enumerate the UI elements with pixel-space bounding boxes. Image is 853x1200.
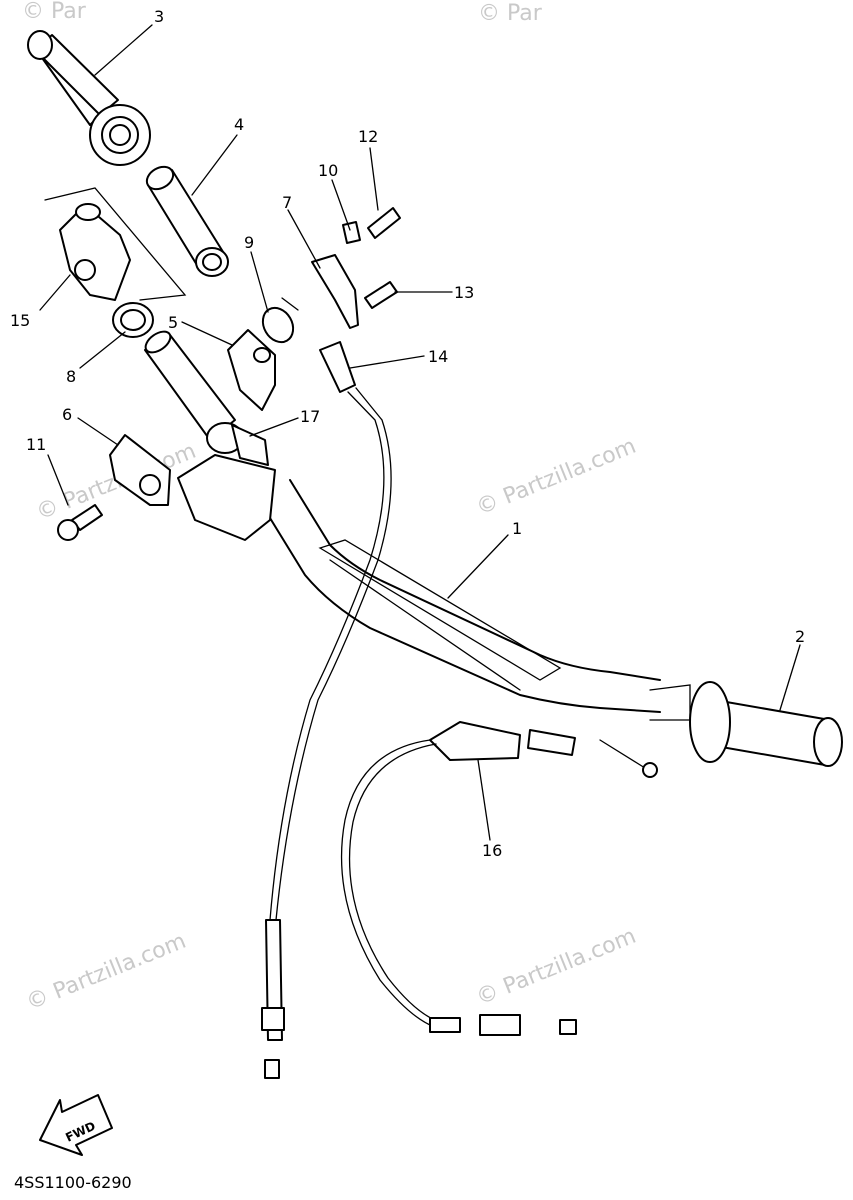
watermark: © Partzilla.com [473,434,640,521]
screw-12 [367,207,401,239]
watermark: © Par [22,0,87,24]
leader-lines [39,24,801,841]
bracket-7 [311,254,359,329]
watermark: © Par [478,1,543,26]
callout-3: 3 [154,7,164,26]
collar-ring [112,302,154,338]
callout-14: 14 [428,347,448,366]
throttle-tube [145,165,229,277]
diagram-code: 4SS1100-6290 [14,1173,132,1192]
screw-13 [364,281,398,309]
callout-9: 9 [244,233,254,252]
left-assembly [27,30,276,541]
callout-8: 8 [66,367,76,386]
grip-tube [144,330,236,441]
callout-10: 10 [318,161,338,180]
cable-16 [340,721,658,1036]
adjuster-9 [261,297,299,344]
callout-7: 7 [282,193,292,212]
callout-16: 16 [482,841,502,860]
callout-12: 12 [358,127,378,146]
bolt-11 [57,504,103,541]
callout-17: 17 [300,407,320,426]
callout-4: 4 [234,115,244,134]
clamp-upper [227,329,276,411]
grip-left [27,30,151,166]
callout-2: 2 [795,627,805,646]
right-small-parts [261,207,401,1079]
callout-15: 15 [10,311,30,330]
callout-5: 5 [168,313,178,332]
fwd-arrow: FWD [39,1094,113,1156]
watermark: © Partzilla.com [473,924,640,1011]
holder-block [177,454,276,541]
callout-6: 6 [62,405,72,424]
nut-10 [342,221,361,244]
callout-1: 1 [512,519,522,538]
callout-numbers: 1 2 3 4 5 6 7 8 9 10 11 12 13 14 15 16 1… [10,7,805,860]
grip-right [649,681,843,767]
clamp-lower [109,434,171,506]
callout-11: 11 [26,435,46,454]
cable-14 [261,341,392,1079]
throttle-housing [44,187,187,301]
callout-13: 13 [454,283,474,302]
watermark: © Partzilla.com [23,929,190,1016]
